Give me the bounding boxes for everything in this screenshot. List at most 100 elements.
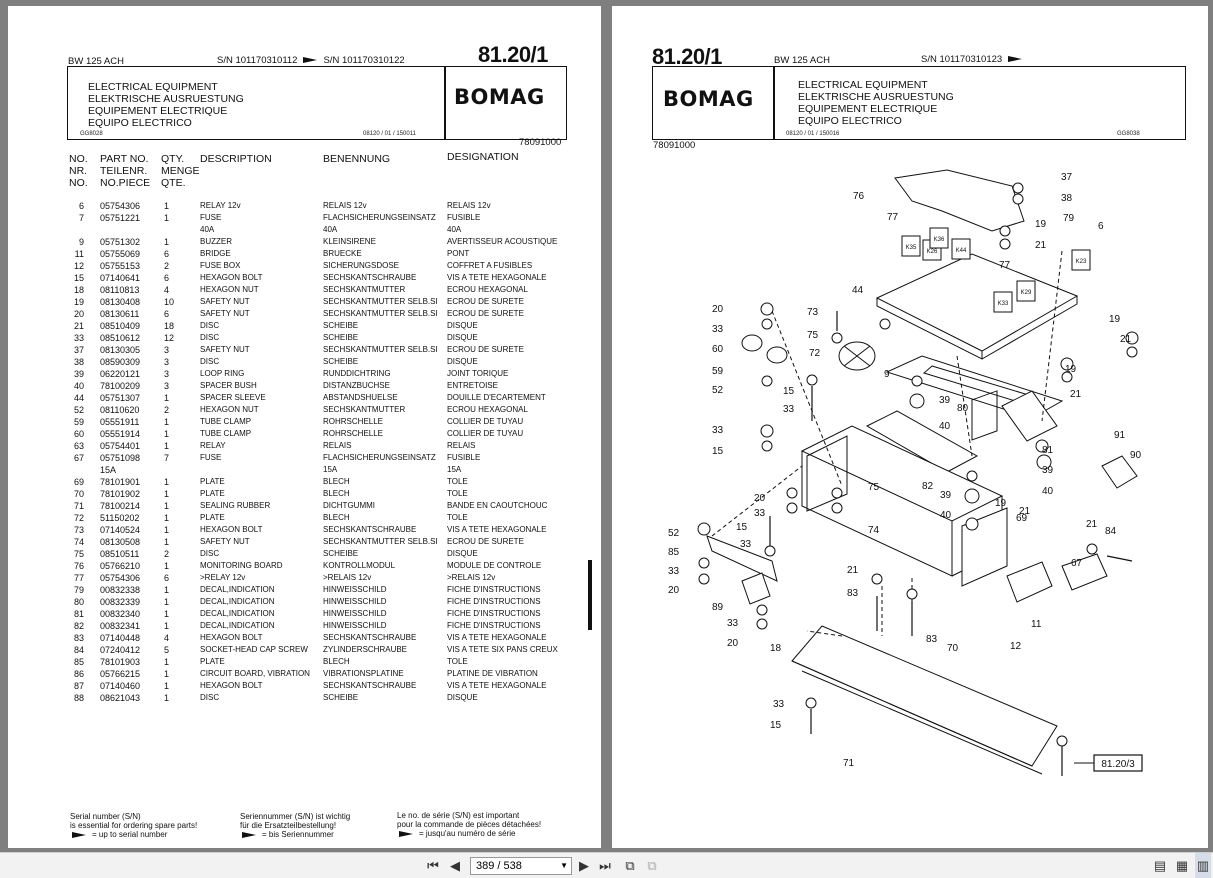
cell-desc: SPACER SLEEVE bbox=[200, 393, 266, 402]
callout-number: 19 bbox=[1109, 314, 1121, 325]
two-page-view-icon[interactable]: ▥ bbox=[1195, 853, 1211, 878]
title-es: EQUIPO ELECTRICO bbox=[798, 115, 902, 127]
cell-des: DISQUE bbox=[447, 693, 478, 702]
cell-no: 81 bbox=[73, 609, 84, 619]
last-page-icon[interactable]: ⏭ bbox=[599, 858, 611, 873]
footer-en-3: = up to serial number bbox=[92, 830, 168, 839]
cell-des: DISQUE bbox=[447, 321, 478, 330]
continuous-view-icon[interactable]: ▦ bbox=[1175, 858, 1189, 873]
callout-number: 71 bbox=[843, 758, 855, 769]
cell-des: FICHE D'INSTRUCTIONS bbox=[447, 597, 541, 606]
viewer-toolbar: ⏮ ◀ 389 / 538 ▼ ▶ ⏭ ⧉ ⧉ ▤ ▦ ▥ bbox=[0, 852, 1213, 878]
cell-ben: HINWEISSCHILD bbox=[323, 597, 387, 606]
cell-no: 15 bbox=[73, 273, 84, 283]
drawing-code: GG8028 bbox=[80, 131, 103, 137]
arrow-right-icon bbox=[242, 831, 256, 838]
serial-from: S/N 101170310112 bbox=[217, 55, 298, 66]
cell-part: 08130508 bbox=[100, 537, 141, 547]
col-no-de: NR. bbox=[69, 165, 88, 177]
title-fr: EQUIPEMENT ELECTRIQUE bbox=[88, 105, 228, 117]
callout-number: 20 bbox=[754, 493, 766, 504]
cell-no: 7 bbox=[78, 213, 84, 223]
cell-desc: FUSE bbox=[200, 213, 222, 222]
cell-part: 08621043 bbox=[100, 693, 141, 703]
cell-qty: 1 bbox=[164, 237, 170, 247]
cell-qty: 1 bbox=[164, 693, 170, 703]
prev-page-icon[interactable]: ◀ bbox=[450, 858, 460, 873]
callout-number: 85 bbox=[668, 547, 680, 558]
callout-number: 77 bbox=[999, 260, 1011, 271]
callout-number: 33 bbox=[783, 404, 795, 415]
cell-part: 78101903 bbox=[100, 657, 141, 667]
cell-desc: SPACER BUSH bbox=[200, 381, 257, 390]
page-selector[interactable]: 389 / 538 ▼ bbox=[470, 857, 572, 875]
cell-ben: DISTANZBUCHSE bbox=[323, 381, 390, 390]
cell-des: COLLIER DE TUYAU bbox=[447, 417, 524, 426]
callout-number: 37 bbox=[1061, 172, 1073, 183]
cell-ben: DICHTGUMMI bbox=[323, 501, 375, 510]
cell-ben: HINWEISSCHILD bbox=[323, 609, 387, 618]
chevron-down-icon[interactable]: ▼ bbox=[560, 861, 568, 870]
cell-ben: SECHSKANTMUTTER SELB.SI bbox=[323, 297, 438, 306]
cell-des: DOUILLE D'ECARTEMENT bbox=[447, 393, 546, 402]
cell-desc: FUSE bbox=[200, 453, 222, 462]
cell-part: 08110620 bbox=[100, 405, 140, 415]
fit-width-icon[interactable]: ⧉ bbox=[647, 858, 657, 873]
footer-fr-1: Le no. de série (S/N) est important bbox=[397, 811, 520, 820]
cell-ben: HINWEISSCHILD bbox=[323, 621, 387, 630]
cell-qty: 1 bbox=[164, 429, 170, 439]
right-page: 81.20/1 BW 125 ACH S/N 101170310123 BOMA… bbox=[612, 6, 1208, 848]
cell-no: 79 bbox=[73, 585, 84, 595]
first-page-icon[interactable]: ⏮ bbox=[427, 858, 439, 873]
callout-number: 72 bbox=[809, 348, 821, 359]
footer-fr: Le no. de série (S/N) est important pour… bbox=[397, 811, 541, 838]
cell-no: 20 bbox=[73, 309, 84, 319]
cell-part: 05551911 bbox=[100, 417, 140, 427]
cell-desc: LOOP RING bbox=[200, 369, 245, 378]
col-no-en: NO. bbox=[69, 153, 88, 165]
relay-label: K23 bbox=[1076, 259, 1087, 265]
cell-desc: >RELAY 12v bbox=[200, 573, 246, 582]
cell-no: 60 bbox=[73, 429, 84, 439]
cell-desc: SAFETY NUT bbox=[200, 297, 250, 306]
cell-des: ECROU DE SURETE bbox=[447, 345, 524, 354]
cell-des: COFFRET A FUSIBLES bbox=[447, 261, 533, 270]
cell-desc: HEXAGON BOLT bbox=[200, 273, 263, 282]
cell-part: 05755069 bbox=[100, 249, 141, 259]
page-input[interactable]: 389 / 538 bbox=[476, 860, 522, 872]
cell-ben: SECHSKANTMUTTER bbox=[323, 285, 406, 294]
cell-desc: TUBE CLAMP bbox=[200, 429, 252, 438]
cell-qty: 1 bbox=[164, 513, 170, 523]
cell-des: ECROU DE SURETE bbox=[447, 309, 524, 318]
fit-page-icon[interactable]: ⧉ bbox=[625, 858, 635, 873]
cell-no: 67 bbox=[73, 453, 84, 463]
footer-de-1: Seriennummer (S/N) ist wichtig bbox=[240, 812, 351, 821]
cell-ben: BLECH bbox=[323, 513, 350, 522]
cell-des: ECROU DE SURETE bbox=[447, 537, 524, 546]
single-page-view-icon[interactable]: ▤ bbox=[1153, 858, 1167, 873]
callout-number: 90 bbox=[1130, 450, 1142, 461]
next-page-icon[interactable]: ▶ bbox=[579, 858, 589, 873]
serial-range: S/N 101170310123 bbox=[921, 54, 1028, 65]
cell-des: BANDE EN CAOUTCHOUC bbox=[447, 501, 548, 510]
col-no: NO.NR.NO. bbox=[69, 153, 88, 189]
cell-no: 52 bbox=[73, 405, 84, 415]
callout-number: 21 bbox=[1086, 519, 1098, 530]
cell-ben: HINWEISSCHILD bbox=[323, 585, 387, 594]
cell-desc: HEXAGON BOLT bbox=[200, 525, 263, 534]
cell-ben: KONTROLLMODUL bbox=[323, 561, 396, 570]
cell-desc: SAFETY NUT bbox=[200, 537, 250, 546]
cell-no: 85 bbox=[73, 657, 84, 667]
cell-no: 33 bbox=[73, 333, 84, 343]
arrow-right-icon bbox=[303, 57, 318, 64]
cell-part: 51150202 bbox=[100, 513, 140, 523]
cell-part: 07240412 bbox=[100, 645, 141, 655]
